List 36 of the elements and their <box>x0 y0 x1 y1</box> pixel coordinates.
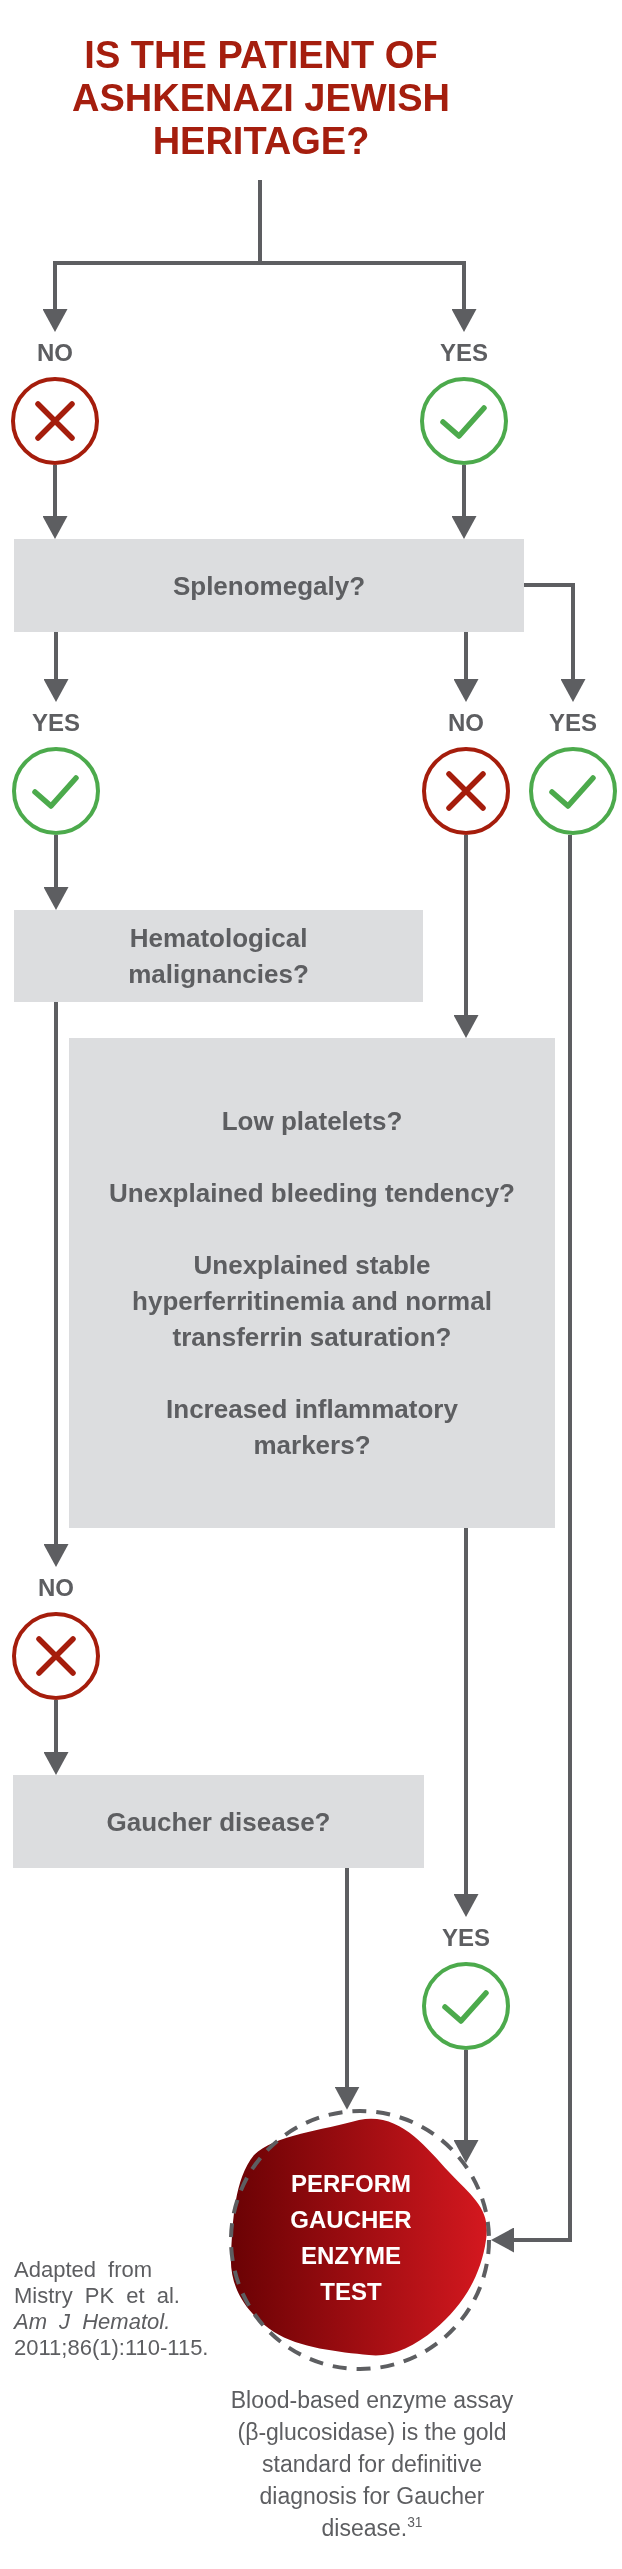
arrow <box>43 632 69 702</box>
question-text: Unexplained bleeding tendency? <box>109 1177 515 1210</box>
arrow <box>453 2050 479 2164</box>
question-text: Hematological malignancies? <box>127 922 310 991</box>
action-text: PERFORM GAUCHER ENZYME TEST <box>289 2169 413 2307</box>
question-box <box>14 910 423 1002</box>
question-text: Low platelets? <box>221 1105 403 1138</box>
question-text: Increased inflammatory markers? <box>165 1393 459 1462</box>
answer-label: YES <box>31 710 81 736</box>
answer-label: NO <box>37 1575 75 1601</box>
answer-label: NO <box>447 710 485 736</box>
question-text: Splenomegaly? <box>172 569 366 603</box>
arrow <box>491 835 572 2253</box>
arrow <box>43 1002 69 1567</box>
arrow <box>453 835 479 1038</box>
question-heading: IS THE PATIENT OF ASHKENAZI JEWISH HERITAGE? <box>71 34 451 163</box>
arrow <box>453 632 479 702</box>
arrow <box>42 465 68 539</box>
arrow <box>524 583 586 702</box>
answer-label: YES <box>439 340 489 366</box>
answer-label: YES <box>548 710 598 736</box>
arrow <box>453 1528 479 1917</box>
question-text: Unexplained stable hyperferritinemia and normal transferrin saturation? <box>131 1249 493 1354</box>
arrow <box>451 465 477 539</box>
arrow <box>43 835 69 910</box>
citation-text: Adapted from Mistry PK et al. Am J Hematol. 2011;86(1):110-115. <box>14 2257 210 2361</box>
arrow <box>334 1868 360 2110</box>
question-box <box>13 1775 424 1868</box>
arrow <box>258 180 477 332</box>
description-text: Blood-based enzyme assay (β-glucosidase) is the gold standard for definitive diagnosis for Gaucher disease.$^{31}$ <box>229 2386 515 2543</box>
question-box <box>14 539 524 632</box>
answer-label: NO <box>36 340 74 366</box>
answer-label: YES <box>441 1925 491 1951</box>
question-text: Gaucher disease? <box>106 1805 331 1839</box>
arrow <box>43 1700 69 1775</box>
question-box <box>69 1038 555 1528</box>
